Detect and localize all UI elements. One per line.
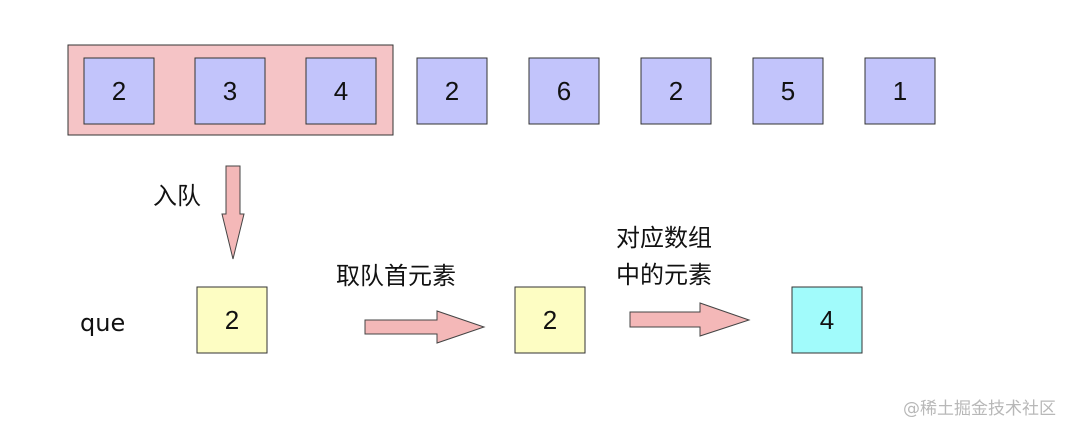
array-cell-value: 3: [223, 76, 237, 106]
take-front-label: 取队首元素: [336, 262, 456, 290]
front-cell-value: 2: [543, 305, 557, 335]
array-cell: 1: [864, 57, 936, 125]
array-cell-value: 2: [112, 76, 126, 106]
queue-cell: 2: [196, 286, 268, 354]
array-cell: 2: [416, 57, 488, 125]
queue-name-label: que: [80, 309, 125, 337]
array-cell: 2: [640, 57, 712, 125]
array-row: 2 3 4 2 6 2 5 1: [83, 57, 936, 125]
front-cell: 2: [514, 286, 586, 354]
watermark: @稀土掘金技术社区: [903, 399, 1056, 419]
array-cell-value: 4: [334, 76, 348, 106]
result-cell-value: 4: [820, 305, 834, 335]
array-cell-value: 5: [781, 76, 795, 106]
array-cell: 4: [305, 57, 377, 125]
queue-cell-value: 2: [225, 305, 239, 335]
array-cell: 5: [752, 57, 824, 125]
result-cell: 4: [791, 286, 863, 354]
array-cell: 6: [528, 57, 600, 125]
array-cell: 3: [194, 57, 266, 125]
map-label-line2: 中的元素: [616, 261, 712, 289]
down-arrow-icon: [221, 165, 245, 260]
map-label-line1: 对应数组: [616, 224, 712, 252]
array-cell-value: 2: [445, 76, 459, 106]
array-cell-value: 1: [893, 76, 907, 106]
array-cell-value: 2: [669, 76, 683, 106]
array-cell-value: 6: [557, 76, 571, 106]
array-cell: 2: [83, 57, 155, 125]
enqueue-label: 入队: [153, 182, 201, 210]
right-arrow-icon: [629, 302, 751, 337]
right-arrow-icon: [364, 310, 486, 344]
